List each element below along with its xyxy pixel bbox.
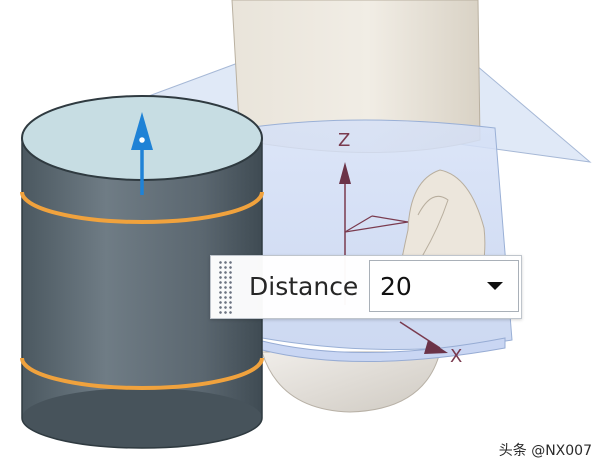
z-axis-arrow-icon bbox=[339, 162, 351, 184]
distance-widget: Distance bbox=[210, 255, 522, 319]
sphere-part[interactable] bbox=[261, 351, 441, 413]
cylinder-bottom-edge bbox=[21, 417, 263, 449]
distance-field[interactable] bbox=[369, 260, 519, 312]
sphere-rim bbox=[257, 337, 506, 362]
z-axis-label: Z bbox=[338, 130, 350, 151]
csys-line-c bbox=[344, 221, 409, 233]
cylinder-bottom bbox=[22, 388, 262, 448]
distance-handle-origin[interactable] bbox=[137, 135, 147, 145]
csys-line-b bbox=[371, 215, 409, 223]
x-axis-arrow-icon bbox=[424, 340, 448, 354]
tooth-ridge bbox=[417, 195, 449, 261]
drag-handle-icon[interactable] bbox=[217, 260, 233, 314]
watermark: 头条 @NX007 bbox=[498, 443, 592, 459]
distance-input[interactable] bbox=[370, 266, 480, 306]
csys-line-a bbox=[344, 215, 373, 233]
x-axis-label: X bbox=[450, 346, 462, 367]
distance-label: Distance bbox=[249, 272, 359, 301]
chevron-down-icon bbox=[487, 282, 503, 290]
edge-highlight-lower[interactable] bbox=[20, 357, 264, 390]
distance-dropdown-button[interactable] bbox=[478, 269, 512, 303]
distance-handle-arrow-icon[interactable] bbox=[131, 112, 153, 150]
edge-highlight-upper[interactable] bbox=[20, 191, 264, 224]
